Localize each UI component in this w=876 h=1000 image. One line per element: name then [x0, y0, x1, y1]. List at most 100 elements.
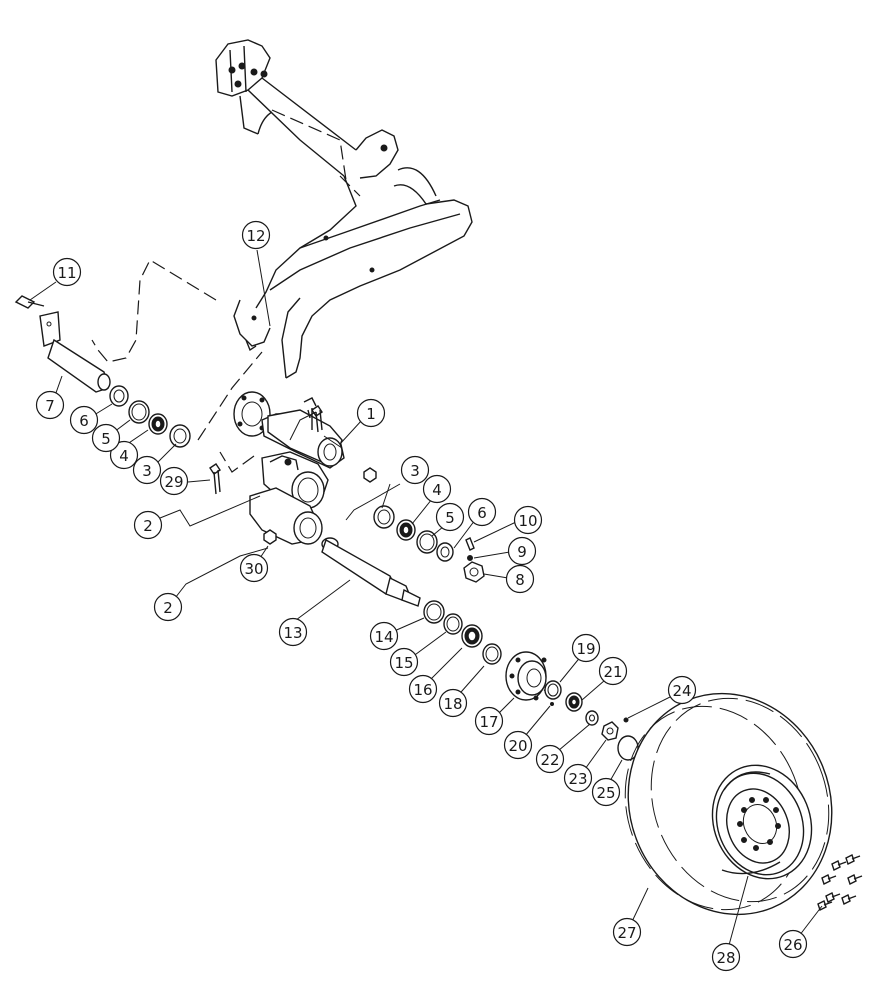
callout-2b: 2	[153, 592, 183, 622]
washer-6-left	[109, 385, 129, 407]
callout-circle	[356, 398, 386, 428]
callout-number: 6	[477, 504, 487, 522]
callout-7: 7	[35, 390, 65, 420]
callout-circle	[35, 390, 65, 420]
callout-number: 20	[508, 737, 527, 755]
callout-number: 4	[119, 447, 129, 465]
callout-20: 20	[503, 730, 533, 760]
callout-15: 15	[389, 647, 419, 677]
callout-circle	[474, 706, 504, 736]
callout-number: 8	[515, 571, 525, 589]
spindle-13	[321, 537, 421, 607]
callout-28: 28	[711, 942, 741, 972]
callout-circle	[535, 744, 565, 774]
callout-circle	[503, 730, 533, 760]
callout-number: 23	[568, 770, 587, 788]
grease-fitting-20	[550, 702, 554, 706]
callout-number: 5	[101, 430, 111, 448]
callout-circle	[438, 688, 468, 718]
bearing-4-right	[396, 519, 416, 541]
callout-circle	[109, 440, 139, 470]
seal-5-right	[416, 530, 438, 554]
callout-circle	[133, 510, 163, 540]
callout-circle	[91, 423, 121, 453]
callout-1: 1	[356, 398, 386, 428]
callout-11: 11	[52, 257, 82, 287]
callout-number: 12	[246, 227, 265, 245]
callout-circle	[69, 405, 99, 435]
callout-23: 23	[563, 763, 593, 793]
callout-number: 27	[617, 924, 636, 942]
callout-circle	[369, 621, 399, 651]
callout-number: 30	[244, 560, 263, 578]
callout-circle	[389, 647, 419, 677]
callout-number: 26	[783, 936, 802, 954]
callout-22: 22	[535, 744, 565, 774]
callout-4b: 4	[422, 474, 452, 504]
callout-circle	[52, 257, 82, 287]
callout-8: 8	[505, 564, 535, 594]
callout-3a: 3	[132, 455, 162, 485]
callout-circle	[667, 675, 697, 705]
callout-circle	[422, 474, 452, 504]
callout-number: 15	[394, 654, 413, 672]
callout-circle	[400, 455, 430, 485]
callout-27: 27	[612, 917, 642, 947]
lower-housing	[249, 451, 329, 545]
callout-number: 25	[596, 784, 615, 802]
callout-circle	[505, 564, 535, 594]
callout-circle	[612, 917, 642, 947]
callout-6a: 6	[69, 405, 99, 435]
cup-3-right	[373, 505, 395, 529]
wheel-28	[711, 764, 813, 880]
bearing-21	[565, 692, 583, 712]
bolt-11	[14, 295, 45, 309]
callout-circle	[278, 617, 308, 647]
callout-number: 16	[413, 681, 432, 699]
callout-21: 21	[598, 656, 628, 686]
frame-arm	[215, 39, 473, 379]
callout-number: 19	[576, 640, 595, 658]
callout-number: 29	[164, 473, 183, 491]
callout-circle	[239, 553, 269, 583]
spindle-housing-1	[233, 391, 345, 469]
callout-12: 12	[241, 220, 271, 250]
ring-15	[443, 613, 463, 635]
washer-22	[585, 710, 599, 726]
seal-19	[544, 680, 562, 700]
callout-number: 18	[443, 695, 462, 713]
callout-25: 25	[591, 777, 621, 807]
nut-23	[601, 721, 619, 741]
callout-13: 13	[278, 617, 308, 647]
bolt-29	[209, 463, 221, 495]
callout-29: 29	[159, 466, 189, 496]
callout-number: 11	[57, 264, 76, 282]
nut-right-housing	[363, 467, 377, 483]
callout-number: 1	[366, 405, 376, 423]
callout-10: 10	[513, 505, 543, 535]
callout-circle	[241, 220, 271, 250]
wheel-bolts-26	[817, 854, 863, 911]
callout-4a: 4	[109, 440, 139, 470]
callout-number: 17	[479, 713, 498, 731]
callout-5b: 5	[435, 502, 465, 532]
callout-number: 14	[374, 628, 393, 646]
cotter-pin-10	[465, 537, 475, 551]
callout-circle	[598, 656, 628, 686]
callout-circle	[132, 455, 162, 485]
callout-circle	[159, 466, 189, 496]
callout-number: 10	[518, 512, 537, 530]
bolt-1	[311, 405, 323, 433]
callout-circle	[408, 674, 438, 704]
castle-nut-8	[463, 561, 485, 583]
seal-5-left	[128, 400, 150, 424]
callout-number: 28	[716, 949, 735, 967]
callout-9: 9	[507, 536, 537, 566]
frame-phantom-outline	[91, 109, 361, 473]
callout-number: 3	[142, 462, 152, 480]
callout-number: 4	[432, 481, 442, 499]
callout-14: 14	[369, 621, 399, 651]
callout-6b: 6	[467, 497, 497, 527]
callout-5a: 5	[91, 423, 121, 453]
